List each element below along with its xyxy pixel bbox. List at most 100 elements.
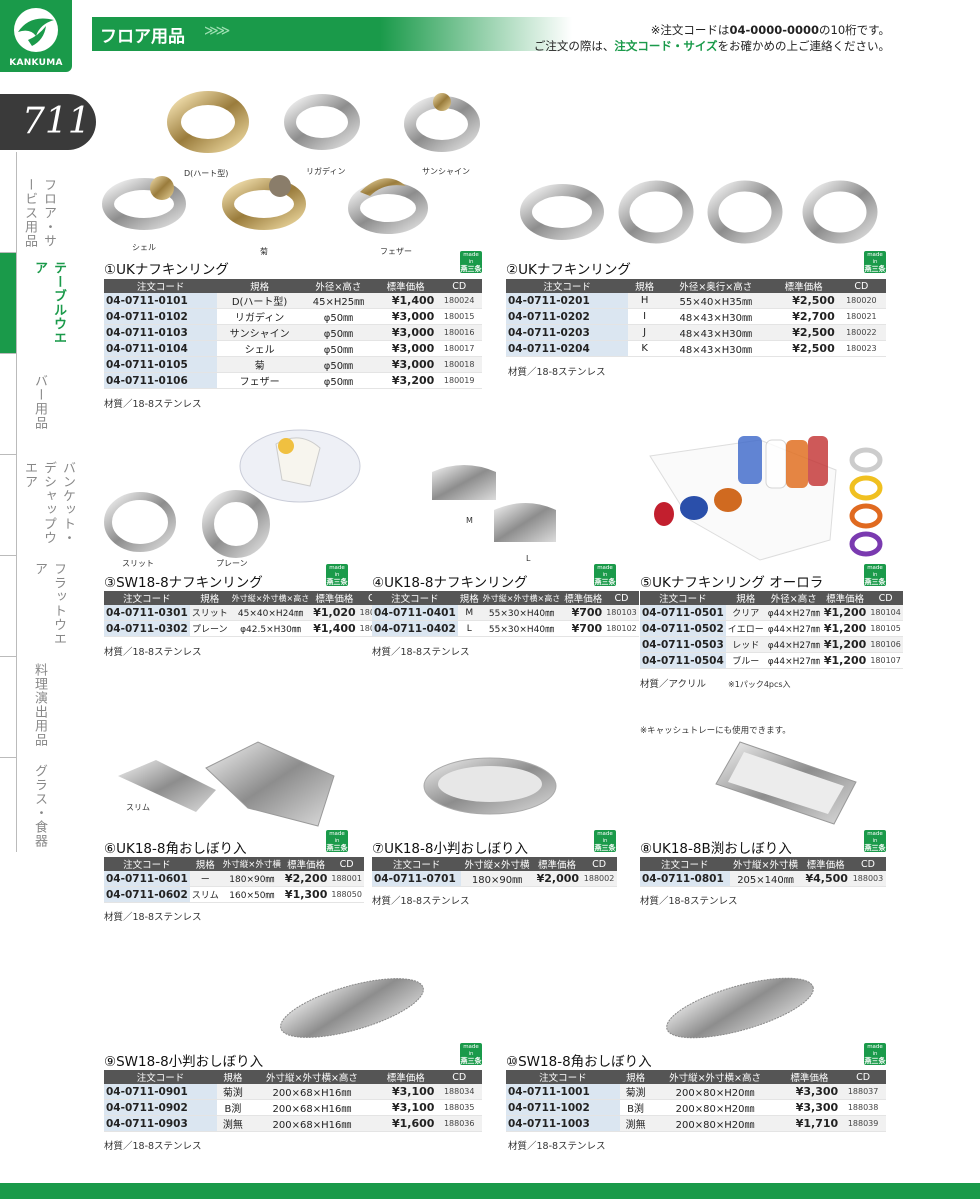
- table-header-cell: 注文コード: [640, 591, 726, 605]
- table-cell: 04-0711-0301: [104, 605, 190, 621]
- ring-j-image: [707, 180, 783, 244]
- text-span: made in: [329, 831, 345, 844]
- table-cell: ¥700: [562, 620, 605, 637]
- section-1-title: ①UKナフキンリング: [104, 262, 229, 278]
- table-cell: 180017: [436, 340, 482, 357]
- text-span: made in: [597, 565, 613, 578]
- table-header-cell: 規格: [189, 591, 230, 605]
- section-4-material: 材質／18-8ステンレス: [372, 647, 470, 658]
- table-header-cell: 注文コード: [104, 591, 190, 605]
- text-span: 燕三条: [864, 265, 886, 273]
- tab-glass-tableware[interactable]: グラス・食器: [0, 758, 47, 852]
- table-cell: 200×68×H16㎜: [248, 1084, 376, 1100]
- section-5-material: 材質／アクリル※1パック4pcs入: [640, 676, 791, 690]
- table-header-cell: 外寸縦×外寸横: [220, 857, 283, 871]
- table-cell: L: [457, 620, 481, 637]
- text-span: made in: [867, 831, 883, 844]
- table-cell: ¥700: [562, 605, 605, 621]
- table-cell: φ50㎜: [301, 372, 375, 389]
- table-cell: D(ハート型): [217, 293, 302, 309]
- text-span: 燕三条: [594, 578, 616, 586]
- section-7-material: 材質／18-8ステンレス: [372, 896, 470, 907]
- napkin-aurora-image: [649, 436, 883, 561]
- table-header-cell: 外径×奥行×高さ: [660, 279, 771, 293]
- table-cell: J: [628, 324, 661, 341]
- double-chevron-icon: ≫≫: [204, 23, 230, 39]
- footer-bar: [0, 1183, 980, 1199]
- table-cell: ¥3,200: [374, 372, 437, 389]
- table-cell: サンシャイン: [217, 324, 302, 341]
- table-cell: 188034: [436, 1084, 482, 1100]
- section-2-material: 材質／18-8ステンレス: [508, 367, 606, 378]
- table-cell: K: [628, 340, 661, 357]
- tab-bar-goods[interactable]: バー用品: [0, 354, 47, 454]
- table-cell: フェザー: [217, 372, 302, 389]
- table-cell: 菊渕: [217, 1084, 249, 1100]
- table-cell: 45×H25㎜: [301, 293, 375, 309]
- text-span: 燕三条: [594, 844, 616, 852]
- notice-line-2: ご注文の際は、注文コード・サイズをお確かめの上ご連絡ください。: [534, 38, 890, 54]
- tab-tableware[interactable]: テーブルウエア: [0, 253, 66, 353]
- text-span: ※1パック4pcs入: [728, 680, 791, 689]
- cash-tray-note: ※キャッシュトレーにも使用できます。: [640, 726, 791, 736]
- table-cell: 04-0711-0401: [372, 605, 458, 621]
- section-9-title: ⑨SW18-8小判おしぼり入: [104, 1054, 264, 1070]
- table-cell: 04-0711-0203: [506, 324, 629, 341]
- text-span: バンケット・デシャップウエア: [22, 461, 75, 545]
- tab-presentation[interactable]: 料理演出用品: [0, 657, 47, 757]
- table-cell: φ50㎜: [301, 324, 375, 341]
- table-cell: 180015: [436, 308, 482, 325]
- text-span: フラットウエア: [32, 562, 66, 646]
- tab-divider: [0, 353, 16, 354]
- ring-i-image: [618, 180, 694, 244]
- table-cell: ¥3,000: [374, 308, 437, 325]
- table-cell: φ42.5×H30㎜: [229, 620, 312, 637]
- table-cell: ¥3,300: [778, 1099, 841, 1116]
- table-cell: 180018: [436, 356, 482, 373]
- table-header-cell: 外寸縦×外寸横: [461, 857, 533, 871]
- tab-floor-service[interactable]: フロア・サービス用品: [0, 152, 56, 252]
- category-title: フロア用品: [100, 27, 185, 47]
- table-cell: 205×140㎜: [729, 871, 802, 887]
- table-header-cell: 外径×高さ: [301, 279, 375, 293]
- table-cell: 48×43×H30㎜: [660, 324, 771, 341]
- caption-sunshine: サンシャイン: [422, 167, 470, 176]
- table-cell: φ44×H27㎜: [765, 652, 822, 669]
- table-header-cell: CD: [840, 1070, 886, 1084]
- text-span: 燕三条: [864, 1057, 886, 1065]
- table-cell: 200×80×H20㎜: [651, 1099, 779, 1116]
- tab-banquet[interactable]: バンケット・デシャップウエア: [0, 455, 75, 555]
- caption-feather: フェザー: [380, 247, 412, 256]
- table-cell: ¥3,000: [374, 324, 437, 341]
- section-10-title: ⑩SW18-8角おしぼり入: [506, 1054, 652, 1070]
- text-span: バー用品: [32, 374, 47, 430]
- table-header-cell: 標準価格: [770, 279, 837, 293]
- table-cell: 04-0711-0204: [506, 340, 629, 357]
- tab-flatware[interactable]: フラットウエア: [0, 556, 66, 656]
- table-cell: ¥2,200: [282, 871, 330, 887]
- table-cell: ー: [189, 871, 221, 887]
- table-header-cell: 規格: [628, 279, 661, 293]
- table-cell: 渕無: [217, 1115, 249, 1132]
- table-cell: ¥1,300: [282, 886, 330, 903]
- caption-l: L: [526, 554, 531, 563]
- tray-square-beaded-image: [666, 977, 814, 1039]
- text-span: 燕三条: [864, 844, 886, 852]
